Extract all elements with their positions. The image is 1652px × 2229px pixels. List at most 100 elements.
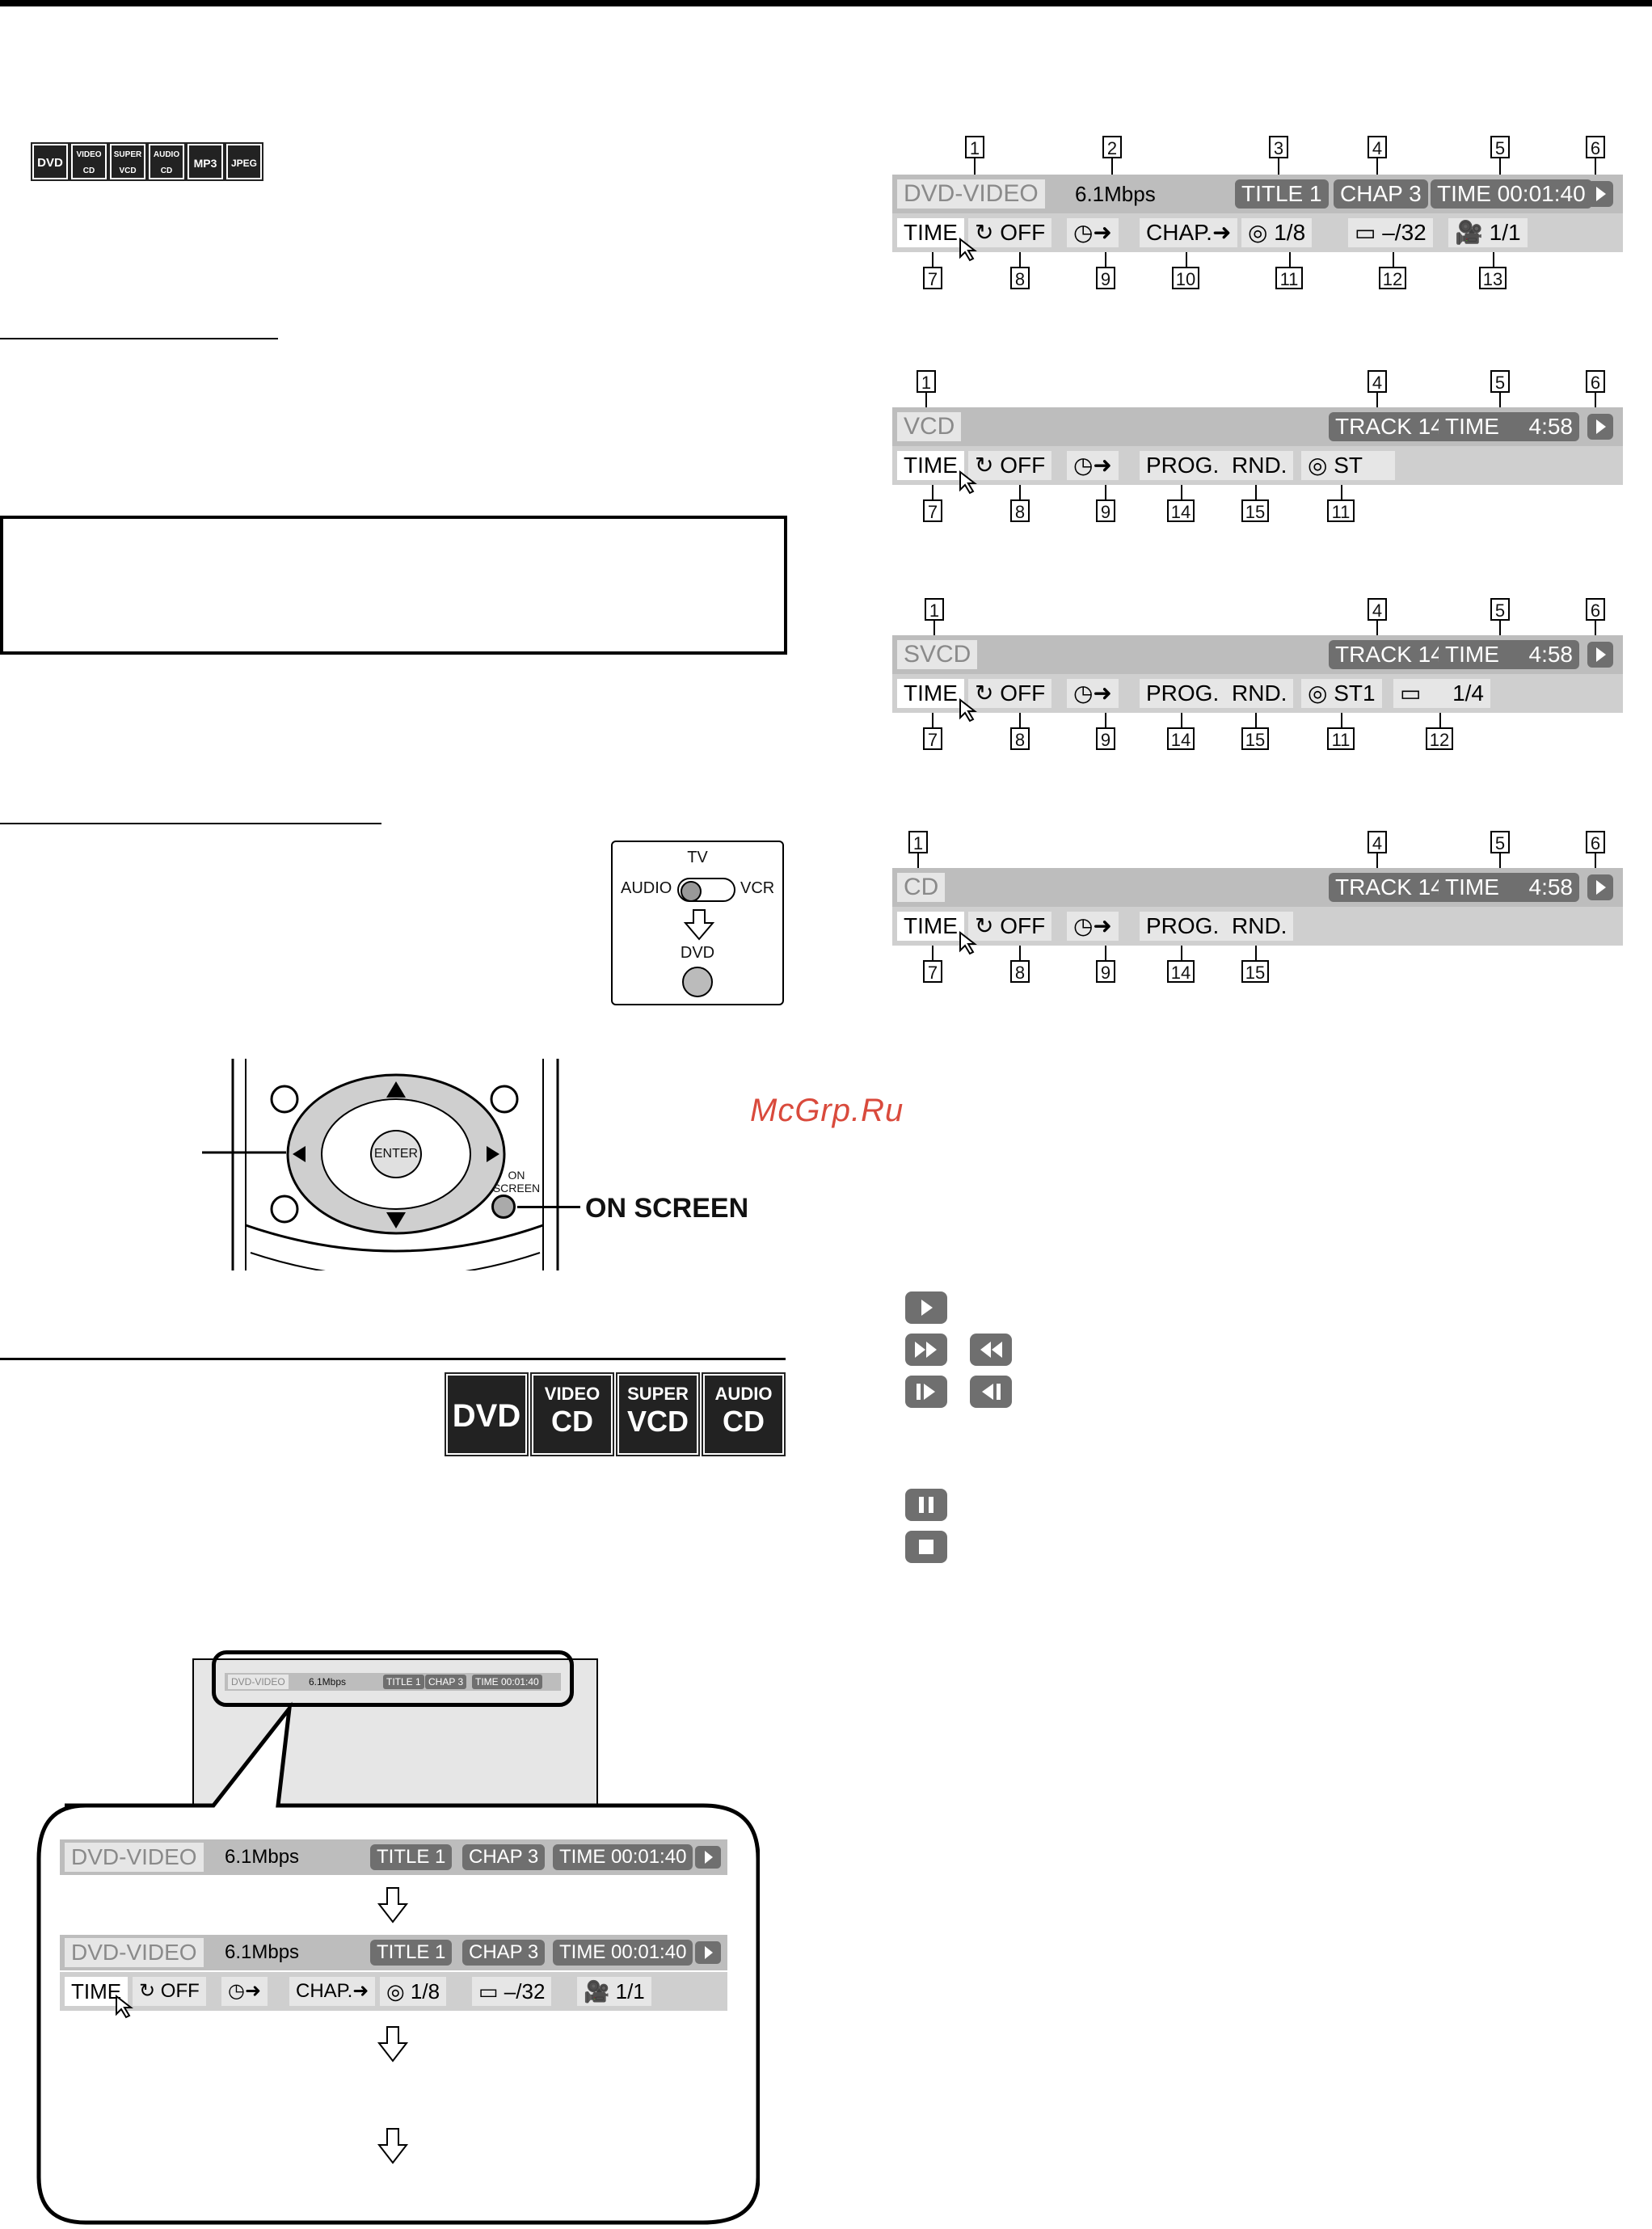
num-4: 4 [1368, 831, 1387, 853]
num-4: 4 [1368, 370, 1387, 393]
badge-bottom-text: CD [723, 1405, 765, 1438]
num-9: 9 [1096, 960, 1115, 983]
dvd-time-mode[interactable]: TIME [897, 218, 964, 247]
leader [1019, 252, 1021, 267]
leader [1181, 713, 1182, 727]
num-1: 1 [917, 370, 936, 393]
on-screen-small-label: ON SCREEN [492, 1169, 541, 1195]
remote-switch-box: TV AUDIO VCR DVD [611, 841, 784, 1005]
svcd-time-mode[interactable]: TIME [897, 679, 964, 708]
callout3-subtitle[interactable]: ▭ –/32 [472, 1977, 552, 2006]
dvd-time: TIME 00:01:40 [1431, 179, 1592, 209]
cursor-icon [959, 698, 977, 723]
play-icon [1587, 642, 1613, 668]
repeat-value: OFF [1000, 453, 1046, 478]
leader [974, 158, 976, 176]
num-1: 1 [965, 136, 984, 158]
num-15: 15 [1241, 727, 1269, 750]
badge-dvd: DVD [32, 144, 68, 179]
mini-chap: CHAP 3 [425, 1675, 467, 1689]
leader [1499, 621, 1501, 637]
dvd-diagram: 1 2 3 4 5 6 DVD-VIDEO 6.1Mbps TITLE 1 CH… [892, 133, 1623, 294]
cd-prog[interactable]: PROG. [1140, 912, 1226, 941]
leader [1289, 252, 1291, 267]
cd-time-mode[interactable]: TIME [897, 912, 964, 941]
dvd-button[interactable] [682, 967, 713, 997]
vcd-audio[interactable]: ◎ ST [1301, 451, 1395, 480]
vcd-rnd[interactable]: RND. [1225, 451, 1294, 480]
vcd-time-mode[interactable]: TIME [897, 451, 964, 480]
num-9: 9 [1096, 499, 1115, 522]
callout3-timesearch[interactable]: ◷➜ [221, 1977, 268, 2006]
leader [1019, 946, 1021, 960]
cd-label: CD [897, 873, 946, 902]
cursor-icon [959, 931, 977, 955]
leader [1376, 853, 1378, 870]
dvd-subtitle[interactable]: ▭ –/32 [1348, 218, 1433, 247]
num-6: 6 [1586, 598, 1605, 621]
cursor-icon [116, 1995, 133, 2019]
num-15: 15 [1241, 499, 1269, 522]
leader [932, 946, 933, 960]
callout3-audio[interactable]: ◎ 1/8 [380, 1977, 447, 2006]
vcd-repeat[interactable]: ↻ OFF [968, 451, 1052, 480]
audio-icon: ◎ [386, 1979, 411, 2004]
cd-rnd[interactable]: RND. [1225, 912, 1294, 941]
svcd-repeat[interactable]: ↻ OFF [968, 679, 1052, 708]
svcd-subtitle[interactable]: ▭ 1/4 [1393, 679, 1490, 708]
num-5: 5 [1490, 370, 1510, 393]
vcr-label: VCR [740, 879, 775, 897]
dvd-angle[interactable]: 🎥 1/1 [1448, 218, 1528, 247]
dvd-repeat[interactable]: ↻ OFF [968, 218, 1052, 247]
badge-top-text: AUDIO [714, 1384, 773, 1404]
num-12: 12 [1379, 267, 1406, 289]
chap-label: CHAP. [1146, 220, 1212, 245]
enter-button[interactable]: ENTER [370, 1130, 422, 1178]
dvd-chap-search[interactable]: CHAP.➜ [1140, 218, 1238, 247]
callout2-label: DVD-VIDEO [65, 1938, 204, 1967]
badge-bottom-text: CD [551, 1405, 593, 1438]
badge-bottom-text: VCD [626, 1405, 689, 1438]
mini-title: TITLE 1 [383, 1675, 424, 1689]
audio-value: 1/8 [410, 1979, 440, 2004]
svcd-timesearch[interactable]: ◷➜ [1067, 679, 1119, 708]
leader [1376, 158, 1378, 176]
dvd-timesearch[interactable]: ◷➜ [1067, 218, 1119, 247]
num-14: 14 [1167, 499, 1195, 522]
chap-label: CHAP. [296, 1980, 353, 2002]
callout-bar-1: DVD-VIDEO 6.1Mbps TITLE 1 CHAP 3 TIME 00… [60, 1839, 727, 1875]
mini-time: TIME 00:01:40 [472, 1675, 542, 1689]
leader [1181, 946, 1182, 960]
mode-switch[interactable] [677, 878, 735, 902]
arrow-right-icon: ➜ [352, 1980, 369, 2002]
clock-arrow-icon: ◷➜ [1073, 680, 1112, 706]
leader [1499, 393, 1501, 409]
leader [1105, 946, 1106, 960]
svcd-prog[interactable]: PROG. [1140, 679, 1226, 708]
callout3-repeat[interactable]: ↻ OFF [133, 1977, 206, 2006]
badge-super-vcd: SUPER VCD [110, 144, 145, 179]
leader [1499, 158, 1501, 176]
section-underline-2 [0, 823, 381, 824]
vcd-prog[interactable]: PROG. [1140, 451, 1226, 480]
play-status-icon [905, 1291, 947, 1324]
vcd-timesearch[interactable]: ◷➜ [1067, 451, 1119, 480]
slow-forward-icon [905, 1376, 947, 1408]
format-badges-small: DVD VIDEO CD SUPER VCD AUDIO CD MP3 JPEG [32, 144, 275, 181]
audio-value: 1/8 [1274, 220, 1306, 245]
on-screen-button[interactable] [491, 1195, 516, 1219]
svcd-rnd[interactable]: RND. [1225, 679, 1294, 708]
num-4: 4 [1368, 136, 1387, 158]
repeat-icon: ↻ [975, 680, 1001, 706]
callout3-chap[interactable]: CHAP.➜ [289, 1977, 376, 2006]
svcd-audio[interactable]: ◎ ST1 [1301, 679, 1382, 708]
callout3-angle[interactable]: 🎥 1/1 [577, 1977, 651, 2006]
time-label: TIME [1445, 642, 1499, 667]
callout-bar-3: TIME ↻ OFF ◷➜ CHAP.➜ ◎ 1/8 ▭ –/32 🎥 1/1 [60, 1972, 727, 2011]
cd-timesearch[interactable]: ◷➜ [1067, 912, 1119, 941]
dvd-audio[interactable]: ◎ 1/8 [1241, 218, 1313, 247]
cd-repeat[interactable]: ↻ OFF [968, 912, 1052, 941]
